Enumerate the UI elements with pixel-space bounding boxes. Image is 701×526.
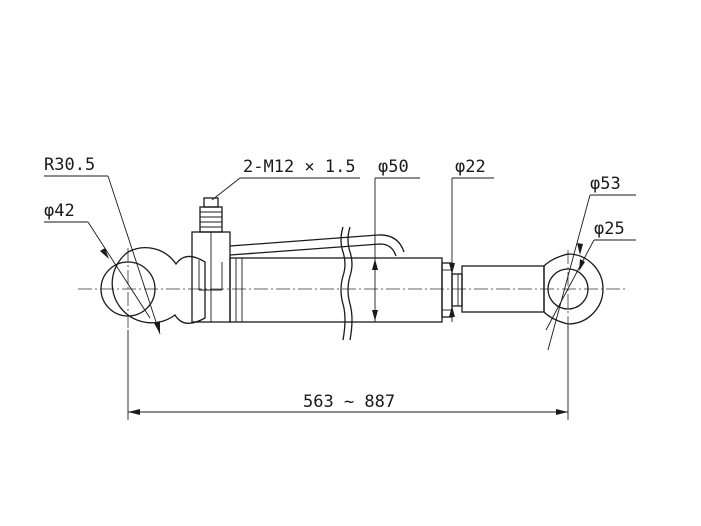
left-eye-bore-label: φ42 [44, 201, 75, 221]
cylinder-barrel [229, 226, 453, 341]
extension-lines [127, 178, 569, 420]
port-fitting [199, 197, 223, 233]
cylinder-bore-dimension [372, 177, 420, 322]
right-eye-outer-label: φ53 [590, 174, 621, 194]
right-eye-bore-label: φ25 [594, 219, 625, 239]
eye-radius-label: R30.5 [44, 155, 95, 175]
stroke-length-dimension [128, 409, 568, 415]
port-thread-leader [211, 177, 360, 201]
eye-radius-leader [44, 175, 161, 335]
stroke-length-label: 563 ~ 887 [303, 392, 395, 412]
left-clevis-eye [100, 247, 206, 330]
cylinder-bore-label: φ50 [378, 157, 409, 177]
port-thread-label: 2-M12 × 1.5 [243, 157, 356, 177]
left-eye-bore-leader [44, 221, 151, 319]
right-eye-outer-leader [547, 194, 636, 351]
right-eye-bore-leader [545, 239, 636, 331]
rod-diameter-dimension [449, 177, 494, 322]
rod-diameter-label: φ22 [455, 157, 486, 177]
port-block [191, 231, 231, 323]
oil-transfer-pipe [229, 234, 405, 257]
